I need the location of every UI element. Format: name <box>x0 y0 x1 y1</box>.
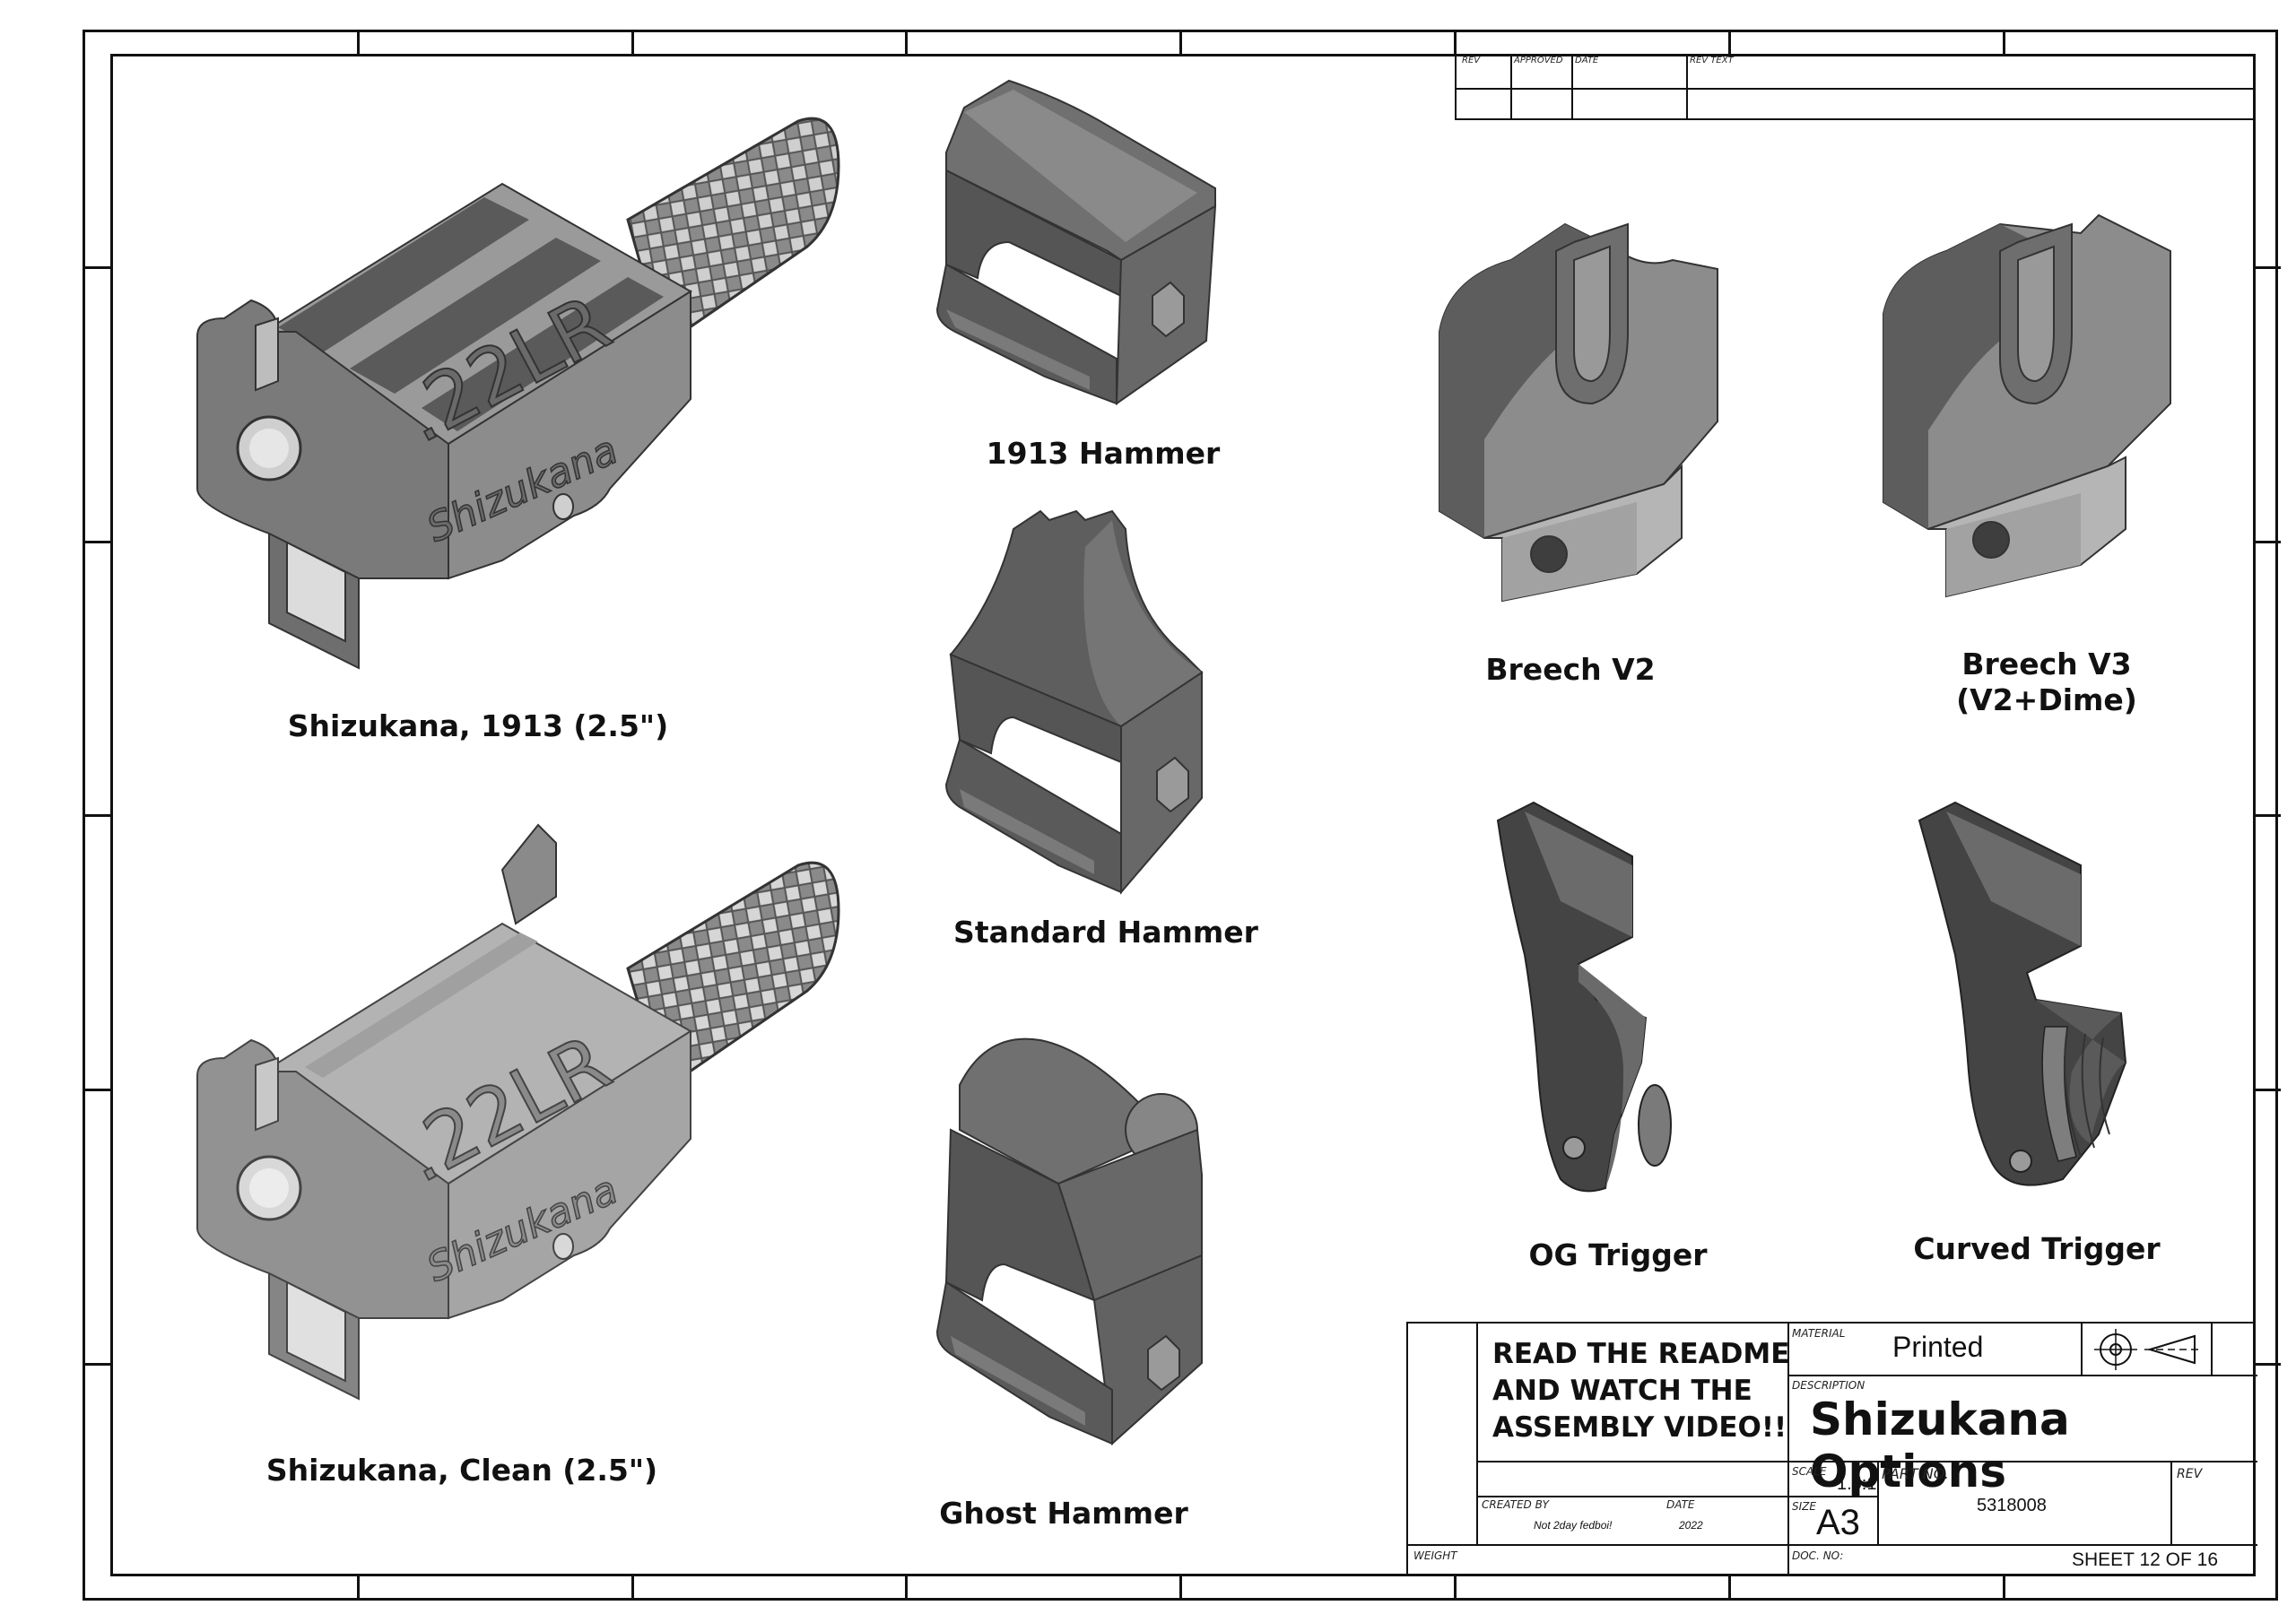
trigger-curved-render <box>1918 801 2127 1186</box>
readme-line-1: READ THE README <box>1492 1338 1790 1370</box>
zone-tick <box>83 266 110 269</box>
breech-v2-render <box>1439 222 1718 603</box>
size-value: A3 <box>1816 1503 1860 1542</box>
zone-tick <box>631 30 634 54</box>
caption-breech-v3-line2: (V2+Dime) <box>1956 682 2137 717</box>
zone-tick <box>1454 30 1457 54</box>
revision-table: REV APPROVED DATE REV TEXT <box>1455 54 2256 120</box>
zone-tick <box>905 30 908 54</box>
hammer-1913-render <box>935 79 1217 405</box>
zone-tick <box>83 814 110 817</box>
readme-note: READ THE README AND WATCH THE ASSEMBLY V… <box>1492 1336 1789 1446</box>
scale-value: 1.5:1 <box>1837 1474 1877 1494</box>
zone-tick <box>1728 30 1731 54</box>
rev-header-rev: REV <box>1462 56 1481 65</box>
created-by-value: Not 2day fedboi! <box>1534 1519 1613 1532</box>
description-value: Shizukana Options <box>1810 1393 2070 1497</box>
date-value: 2022 <box>1679 1519 1703 1532</box>
caption-breech-v3-line1: Breech V3 <box>1961 647 2132 681</box>
sheet-number: SHEET 12 OF 16 <box>2072 1549 2219 1570</box>
weight-label: WEIGHT <box>1413 1549 1457 1562</box>
readme-line-2: AND WATCH THE <box>1492 1375 1752 1407</box>
part-no-value: 5318008 <box>1977 1496 2047 1515</box>
hammer-ghost-render <box>935 1037 1203 1446</box>
zone-tick <box>2253 266 2281 269</box>
third-angle-projection-icon <box>2094 1329 2200 1370</box>
rev-header-rev-text: REV TEXT <box>1690 56 1734 65</box>
zone-tick <box>1179 1576 1182 1601</box>
zone-tick <box>2253 1363 2281 1366</box>
title-rev-label: REV <box>2177 1467 2203 1481</box>
zone-tick <box>83 541 110 543</box>
breech-v3-render <box>1883 213 2171 598</box>
zone-tick <box>2003 1576 2005 1601</box>
scale-label: SCALE <box>1792 1465 1827 1478</box>
part-no-label: PART NO. <box>1882 1465 1949 1482</box>
title-block: READ THE README AND WATCH THE ASSEMBLY V… <box>1406 1322 2257 1576</box>
date-label: DATE <box>1666 1498 1695 1511</box>
zone-tick <box>1179 30 1182 54</box>
doc-no-label: DOC. NO: <box>1792 1549 1844 1562</box>
barrel-1913-render: .22LR Shizukana <box>196 117 840 670</box>
size-label: SIZE <box>1792 1500 1816 1513</box>
readme-line-3: ASSEMBLY VIDEO!! <box>1492 1411 1787 1444</box>
zone-tick <box>357 1576 360 1601</box>
zone-tick <box>83 1089 110 1091</box>
barrel-clean-render: .22LR Shizukana <box>196 823 840 1401</box>
caption-trigger-curved: Curved Trigger <box>1913 1231 2161 1266</box>
zone-tick <box>357 30 360 54</box>
rev-header-approved: APPROVED <box>1514 56 1563 65</box>
zone-tick <box>631 1576 634 1601</box>
zone-tick <box>2003 30 2005 54</box>
caption-breech-v2: Breech V2 <box>1485 652 1656 687</box>
zone-tick <box>1454 1576 1457 1601</box>
caption-breech-v3: Breech V3 (V2+Dime) <box>1956 647 2137 718</box>
trigger-og-render <box>1496 801 1672 1193</box>
zone-tick <box>83 1363 110 1366</box>
created-by-label: CREATED BY <box>1482 1498 1549 1511</box>
zone-tick <box>2253 541 2281 543</box>
description-label: DESCRIPTION <box>1792 1379 1866 1392</box>
caption-hammer-ghost: Ghost Hammer <box>939 1496 1188 1531</box>
caption-shizukana-clean: Shizukana, Clean (2.5") <box>265 1453 658 1488</box>
material-value: Printed <box>1892 1331 1984 1363</box>
caption-hammer-standard: Standard Hammer <box>953 915 1258 950</box>
rev-header-date: DATE <box>1575 56 1599 65</box>
zone-tick <box>1728 1576 1731 1601</box>
caption-shizukana-1913: Shizukana, 1913 (2.5") <box>287 708 669 743</box>
zone-tick <box>2253 814 2281 817</box>
zone-tick <box>2253 1089 2281 1091</box>
zone-tick <box>905 1576 908 1601</box>
hammer-standard-render <box>944 509 1204 895</box>
material-label: MATERIAL <box>1792 1327 1846 1340</box>
caption-trigger-og: OG Trigger <box>1528 1237 1708 1272</box>
caption-hammer-1913: 1913 Hammer <box>986 436 1221 471</box>
